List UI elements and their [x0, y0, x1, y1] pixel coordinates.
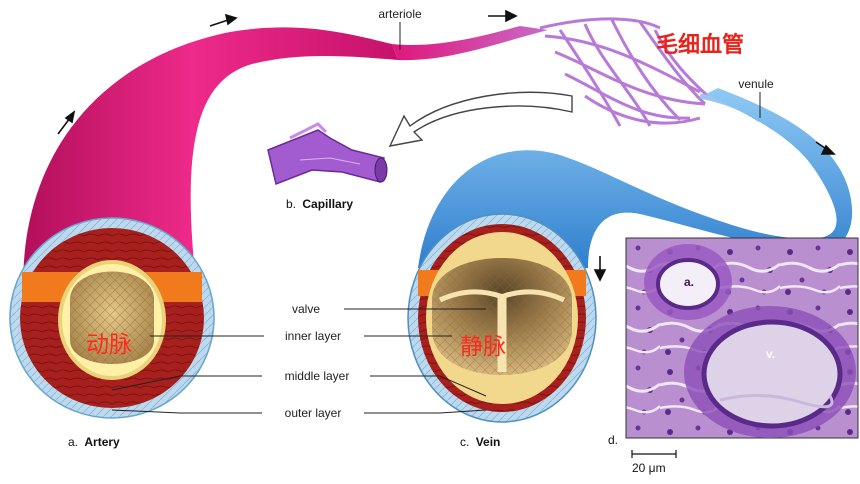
leader-lines	[111, 22, 761, 414]
micro-artery-mark: a.	[684, 275, 694, 289]
label-arteriole: arteriole	[378, 7, 422, 21]
label-venule: venule	[738, 77, 774, 91]
label-valve: valve	[292, 302, 320, 316]
artery-cross-section	[9, 217, 215, 419]
vein-cross-section	[407, 213, 597, 423]
vessel-labels: arteriole venule valve inner layer middl…	[285, 7, 774, 420]
detail-callout-arrow	[388, 91, 573, 147]
scale-bar: 20 μm	[631, 450, 677, 475]
figure-captions: a. Artery b. Capillary c. Vein d.	[68, 197, 618, 449]
zh-artery-label: 动脉	[86, 332, 132, 358]
arrow-venule	[815, 141, 836, 155]
arrow-top-right	[488, 9, 518, 23]
capillary-segment	[267, 122, 388, 186]
histology-micrograph: a. v.	[625, 237, 859, 439]
micro-vein-mark: v.	[766, 347, 775, 361]
valve-flap-left	[438, 289, 503, 372]
arrow-artery-up	[57, 110, 76, 135]
label-middle-layer: middle layer	[285, 369, 350, 383]
flow-arrows	[57, 9, 836, 282]
arrow-top-left	[209, 13, 238, 27]
arrow-vein-down	[593, 256, 607, 282]
zh-capillary-label: 毛细血管	[656, 32, 744, 58]
caption-vein: c. Vein	[460, 435, 500, 449]
scale-bar-label: 20 μm	[632, 461, 666, 475]
caption-capillary: b. Capillary	[286, 197, 353, 211]
label-inner-layer: inner layer	[285, 329, 341, 343]
valve-flap-right	[501, 289, 566, 372]
zh-vein-label: 静脉	[460, 334, 506, 360]
caption-artery: a. Artery	[68, 435, 120, 449]
label-outer-layer: outer layer	[285, 406, 342, 420]
caption-micrograph: d.	[608, 433, 618, 447]
